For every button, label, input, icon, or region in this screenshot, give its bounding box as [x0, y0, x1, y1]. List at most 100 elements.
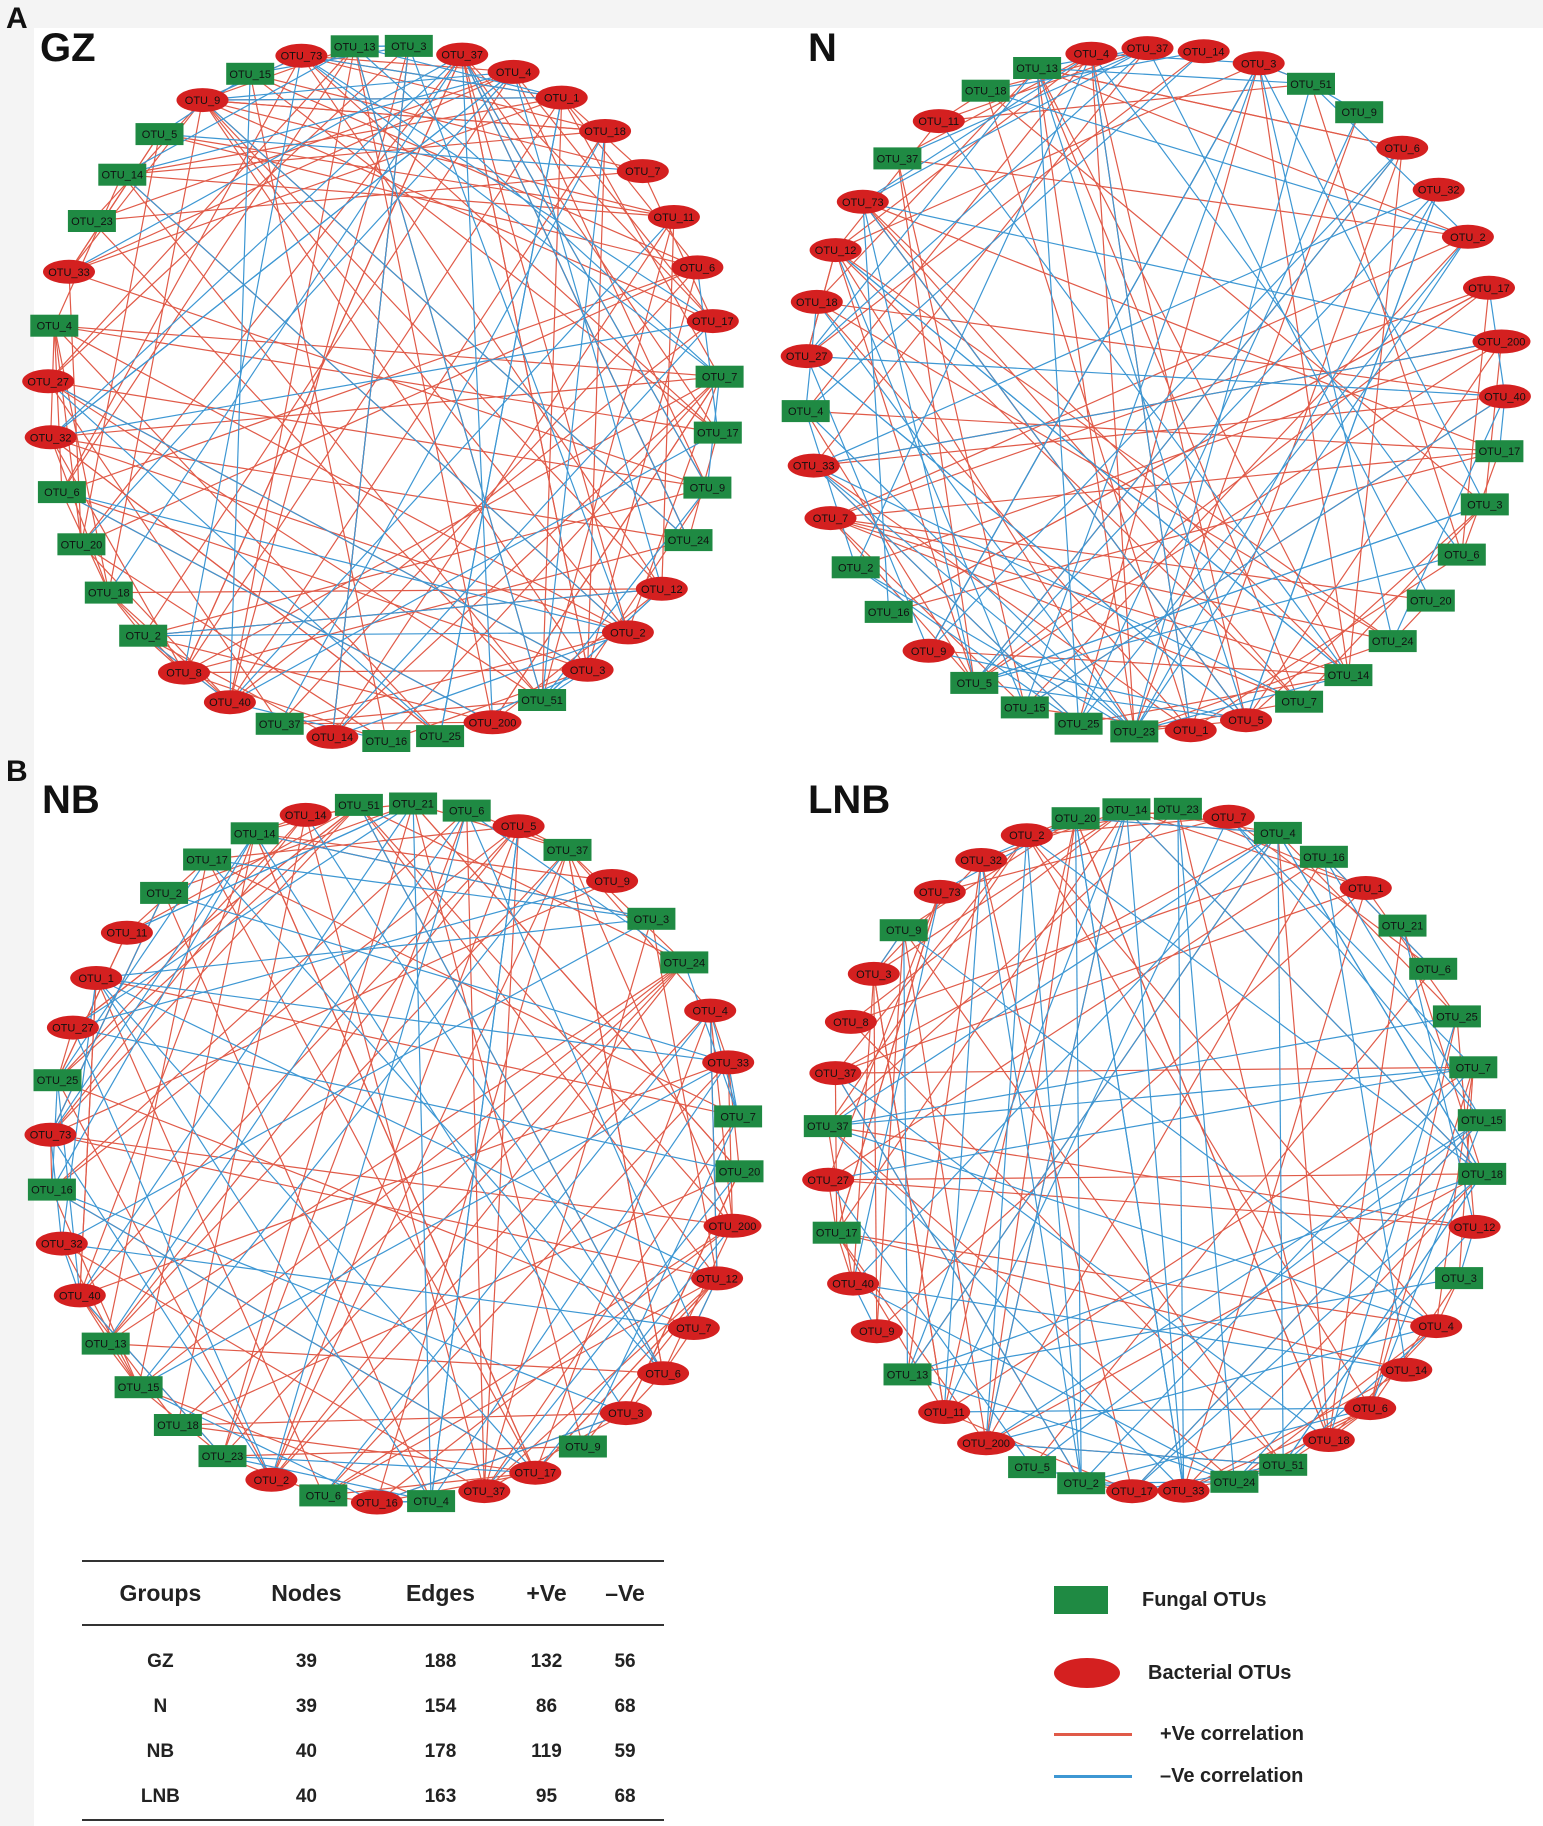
node-label: OTU_17 [1479, 446, 1521, 458]
bacterial-node-shape [1177, 39, 1230, 64]
positive-edge [57, 1079, 695, 1329]
node-label: OTU_33 [793, 461, 835, 473]
node-label: OTU_27 [786, 351, 828, 363]
fungal-node-shape [1460, 493, 1509, 516]
bacterial-node-shape [827, 1271, 880, 1296]
fungal-node-shape [57, 533, 106, 556]
node-label: OTU_12 [696, 1273, 738, 1285]
fungal-otu-node: OTU_4 [781, 400, 830, 423]
positive-edge [249, 73, 719, 434]
negative-edge [1080, 1066, 1474, 1484]
bacterial-node-shape [1412, 177, 1465, 202]
positive-edge [222, 1445, 583, 1457]
negative-edge [466, 810, 695, 1329]
negative-edge [827, 1179, 1033, 1468]
negative-edge [827, 1125, 1437, 1327]
bacterial-otu-node: OTU_40 [1478, 384, 1531, 409]
bacterial-otu-node: OTU_12 [1448, 1214, 1501, 1239]
fungal-otu-node: OTU_14 [98, 163, 147, 186]
negative-edge [816, 301, 1135, 732]
positive-edge [206, 859, 536, 1473]
bacterial-node-shape [1344, 1396, 1397, 1421]
positive-edge [376, 1225, 733, 1503]
positive-edge [835, 1066, 1474, 1074]
node-label: OTU_7 [1456, 1062, 1491, 1074]
fungal-node-shape [33, 1069, 82, 1092]
fungal-node-shape [98, 163, 147, 186]
node-label: OTU_6 [306, 1490, 341, 1502]
positive-edge [836, 808, 1127, 1234]
negative-edge [72, 880, 613, 1029]
fungal-node-shape [950, 671, 999, 694]
bacterial-otu-node: OTU_37 [1121, 36, 1174, 61]
positive-edge [79, 1061, 729, 1296]
node-label: OTU_9 [1341, 107, 1376, 119]
fungal-otu-node: OTU_4 [30, 314, 79, 337]
node-label: OTU_9 [185, 95, 220, 107]
cell-neg: 68 [614, 1695, 636, 1717]
positive-edge [985, 90, 1486, 505]
positive-edge [981, 808, 1127, 861]
positive-edge [300, 55, 663, 590]
fungal-otu-node: OTU_17 [812, 1221, 861, 1244]
positive-edge [376, 849, 569, 1503]
node-label: OTU_16 [31, 1185, 73, 1197]
bacterial-otu-node: OTU_3 [561, 657, 614, 682]
negative-edge [50, 71, 514, 438]
node-label: OTU_27 [52, 1023, 94, 1035]
negative-edge [805, 50, 1205, 412]
positive-edge [376, 1472, 536, 1504]
cell-group: GZ [147, 1650, 174, 1672]
fungal-otu-node: OTU_4 [1253, 821, 1302, 844]
positive-edge [896, 158, 1026, 708]
bacterial-otu-node: OTU_2 [245, 1467, 298, 1492]
node-label: OTU_17 [816, 1228, 858, 1240]
negative-edge [206, 859, 664, 1374]
fungal-otu-node: OTU_3 [627, 907, 676, 930]
negative-edge [862, 201, 1502, 343]
positive-edge [1031, 968, 1434, 1468]
table-row: LNB 40 163 95 68 [82, 1774, 664, 1821]
node-label: OTU_3 [608, 1408, 643, 1420]
positive-edge [813, 465, 1192, 731]
fungal-node-shape [330, 35, 379, 58]
positive-edge [985, 1173, 1483, 1444]
network-title-lnb: LNB [808, 778, 891, 822]
positive-edge [985, 818, 1077, 1444]
positive-edge [1036, 67, 1349, 676]
fungal-otu-node: OTU_14 [230, 822, 279, 845]
bacterial-otu-node: OTU_6 [1344, 1396, 1397, 1421]
positive-edge [827, 1126, 854, 1284]
fungal-otu-node: OTU_18 [961, 79, 1010, 102]
fungal-node-shape [803, 1115, 852, 1138]
bacterial-node-shape [1441, 224, 1494, 249]
bacterial-node-shape [1339, 876, 1392, 900]
bacterial-node-shape [35, 1231, 88, 1256]
bacterial-node-shape [1448, 1214, 1501, 1239]
negative-edge [143, 631, 628, 637]
fungal-otu-node: OTU_9 [683, 476, 732, 499]
negative-edge [897, 47, 1148, 159]
node-label: OTU_51 [1262, 1460, 1304, 1472]
node-label: OTU_6 [449, 806, 484, 818]
positive-edge [830, 517, 1349, 676]
bacterial-node-shape [1380, 1357, 1433, 1382]
bacterial-otu-node: OTU_3 [847, 961, 900, 986]
fungal-node-shape [384, 34, 433, 57]
positive-edge [1036, 67, 1135, 732]
fungal-otu-node: OTU_14 [1102, 798, 1151, 821]
fungal-otu-node: OTU_21 [389, 792, 438, 815]
positive-edge [876, 887, 1367, 1332]
fungal-node-shape [558, 1435, 607, 1458]
fungal-node-shape [67, 210, 116, 232]
node-label: OTU_17 [1468, 283, 1510, 295]
negative-edge [835, 249, 1026, 708]
node-label: OTU_40 [1484, 391, 1526, 403]
bacterial-node-shape [1065, 41, 1118, 66]
negative-edge [95, 977, 718, 1279]
node-label: OTU_16 [366, 736, 408, 748]
positive-edge [68, 271, 708, 489]
node-label: OTU_73 [919, 887, 961, 899]
positive-edge [813, 47, 1148, 466]
bacterial-node-shape [350, 1490, 403, 1515]
